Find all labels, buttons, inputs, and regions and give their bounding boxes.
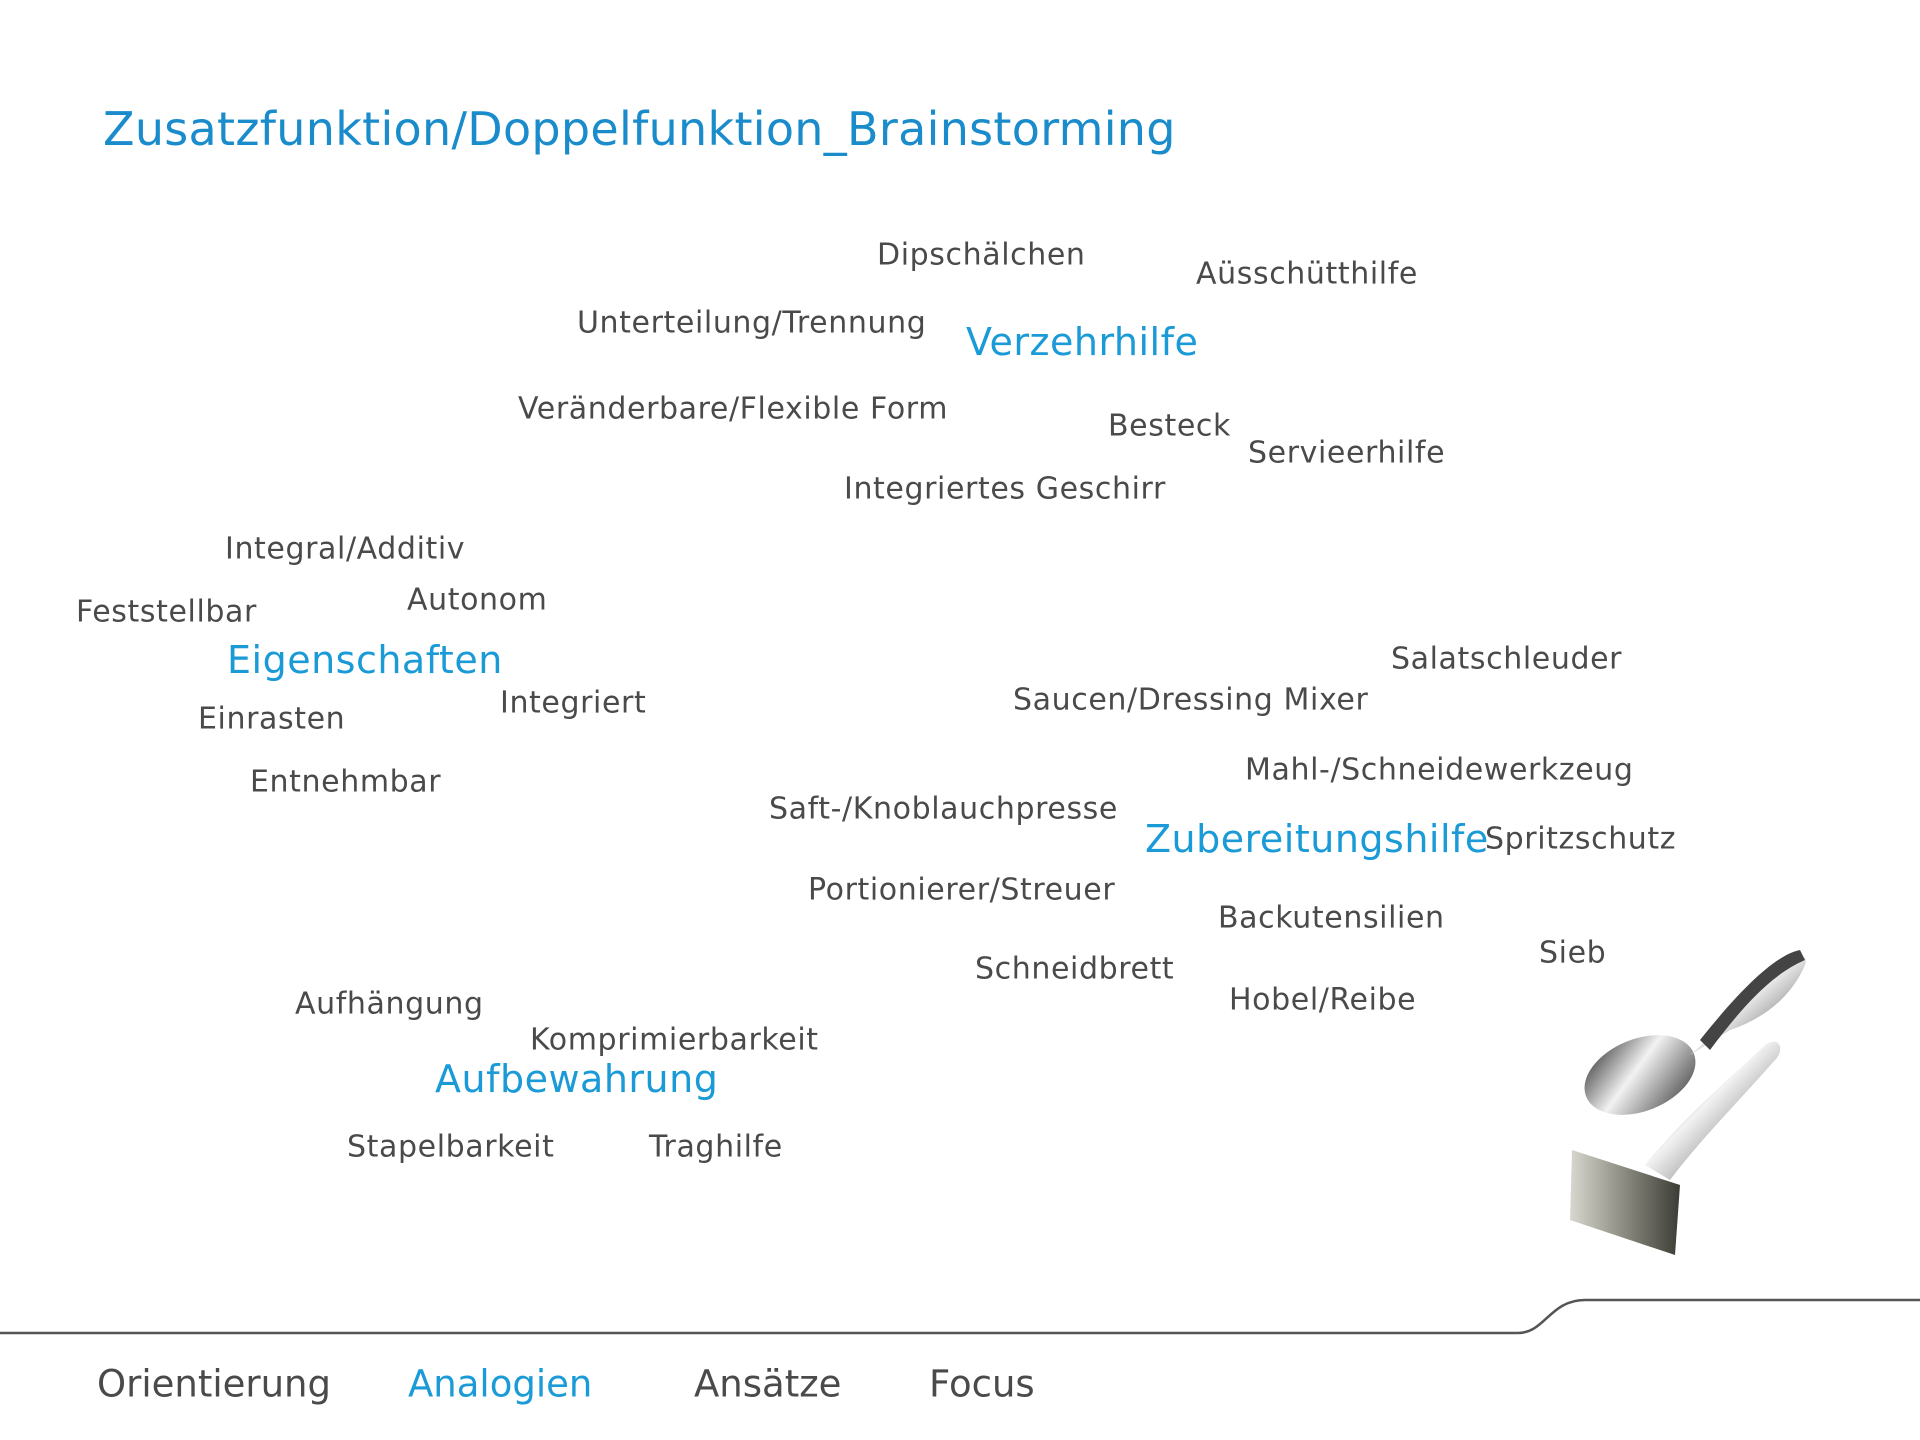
idea-word: Portionierer/Streuer xyxy=(808,872,1116,908)
idea-word: Sieb xyxy=(1539,935,1607,971)
idea-word: Komprimierbarkeit xyxy=(530,1022,819,1058)
idea-word: Saft-/Knoblauchpresse xyxy=(769,791,1118,827)
idea-word: Feststellbar xyxy=(76,594,257,630)
idea-word: Unterteilung/Trennung xyxy=(577,305,927,341)
idea-word: Integriertes Geschirr xyxy=(844,471,1166,507)
nav-focus[interactable]: Focus xyxy=(929,1362,1035,1406)
footer-divider-line xyxy=(0,1298,1920,1335)
idea-word: Besteck xyxy=(1108,408,1231,444)
nav-ansaetze[interactable]: Ansätze xyxy=(694,1362,842,1406)
idea-word: Servieerhilfe xyxy=(1248,435,1446,471)
idea-word: Schneidbrett xyxy=(975,951,1175,987)
idea-word: Hobel/Reibe xyxy=(1229,982,1417,1018)
category-zubereitungshilfe: Zubereitungshilfe xyxy=(1145,817,1489,861)
category-verzehrhilfe: Verzehrhilfe xyxy=(966,320,1199,364)
idea-word: Saucen/Dressing Mixer xyxy=(1013,682,1369,718)
idea-word: Integriert xyxy=(500,685,647,721)
idea-word: Backutensilien xyxy=(1218,900,1445,936)
idea-word: Autonom xyxy=(407,582,548,618)
idea-word: Integral/Additiv xyxy=(225,531,466,567)
idea-word: Aufhängung xyxy=(295,986,484,1022)
idea-word: Salatschleuder xyxy=(1391,641,1623,677)
idea-word: Spritzschutz xyxy=(1485,821,1677,857)
idea-word: Dipschälchen xyxy=(877,237,1086,273)
category-aufbewahrung: Aufbewahrung xyxy=(435,1057,719,1101)
cutlery-image xyxy=(1570,950,1806,1255)
nav-orientierung[interactable]: Orientierung xyxy=(97,1362,331,1406)
idea-word: Veränderbare/Flexible Form xyxy=(518,391,949,427)
idea-word: Entnehmbar xyxy=(250,764,442,800)
page-title: Zusatzfunktion/Doppelfunktion_Brainstorm… xyxy=(103,102,1176,156)
idea-word: Mahl-/Schneidewerkzeug xyxy=(1245,752,1634,788)
idea-word: Einrasten xyxy=(198,701,346,737)
idea-word: Traghilfe xyxy=(649,1129,783,1165)
idea-word: Stapelbarkeit xyxy=(347,1129,555,1165)
category-eigenschaften: Eigenschaften xyxy=(227,638,503,682)
idea-word: Aüsschütthilfe xyxy=(1196,256,1418,292)
nav-analogien[interactable]: Analogien xyxy=(408,1362,593,1406)
